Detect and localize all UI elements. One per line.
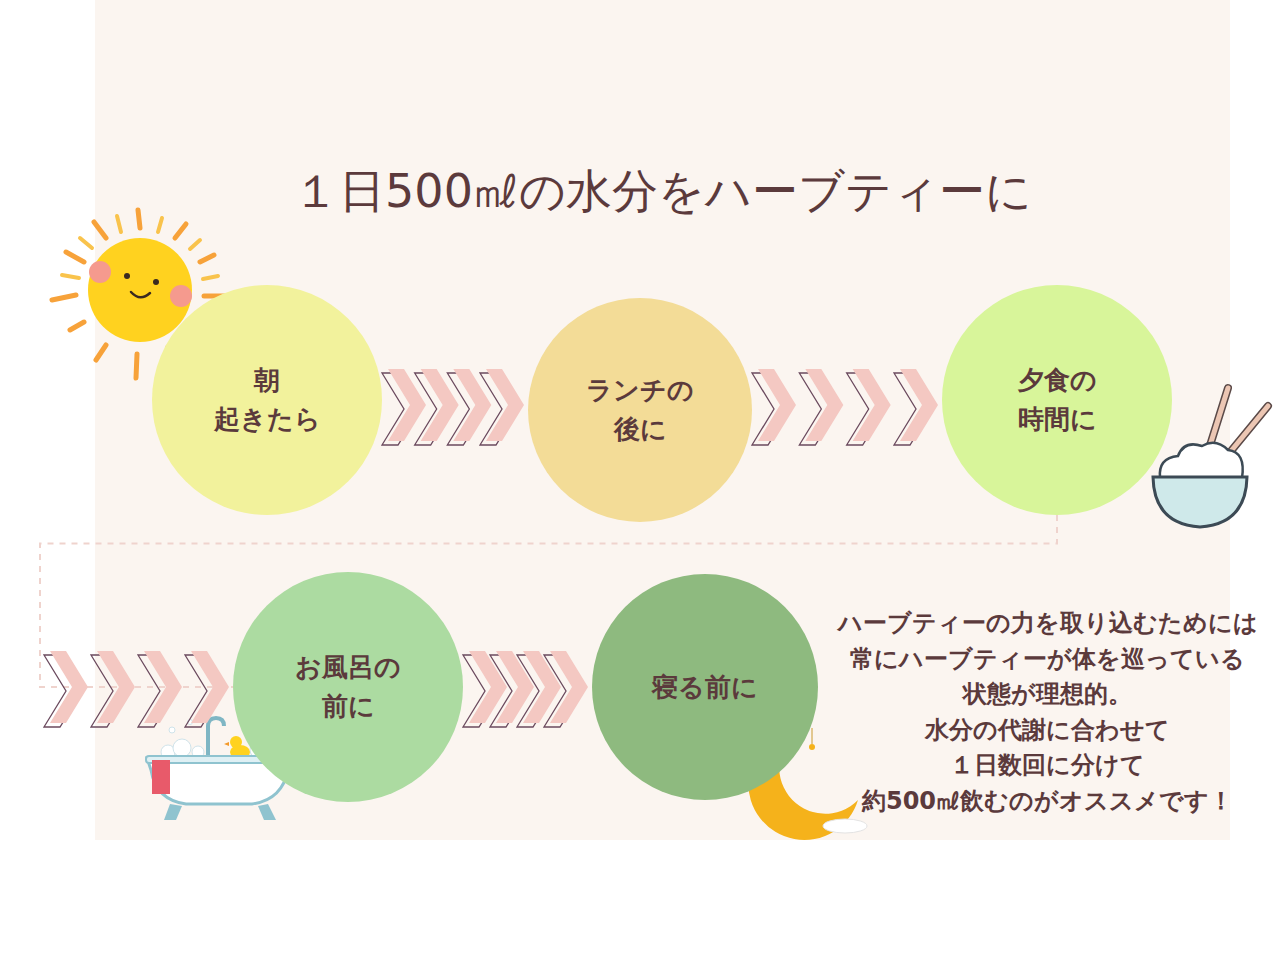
sun-icon-part <box>153 279 159 285</box>
sun-icon-part <box>66 252 84 262</box>
chevron-arrow <box>453 369 491 441</box>
step-text: 寝る前に <box>640 668 770 707</box>
circle-shape <box>152 285 382 515</box>
circle-content: 朝 起きたら <box>152 285 382 515</box>
step-text: ランチの 後に <box>575 371 705 449</box>
background-panel <box>95 0 1230 840</box>
bathtub-icon-part <box>258 804 276 820</box>
chevron-arrow <box>50 651 88 723</box>
chevron-arrow <box>486 369 524 441</box>
moon-icon-part <box>823 819 867 833</box>
bathtub-icon-part <box>164 804 182 820</box>
chevron-arrow <box>758 369 796 441</box>
step-circle: 寝る前に <box>592 574 818 800</box>
bathtub-icon-part <box>173 739 191 757</box>
sun-icon-part <box>158 218 162 232</box>
bathtub-icon-part <box>152 760 170 794</box>
chevron-arrow <box>469 651 507 723</box>
circle-shape <box>942 285 1172 515</box>
circle-outline <box>233 572 463 802</box>
chevron-connector <box>463 651 592 727</box>
sun-icon-part <box>89 261 111 283</box>
bathtub-icon-part <box>169 727 175 733</box>
sun-icon-part <box>170 285 192 307</box>
sun-icon-part <box>96 345 106 360</box>
step-circle: 朝 起きたら <box>152 285 382 515</box>
sun-icon-part <box>124 273 130 279</box>
step-text: 夕食の 時間に <box>992 361 1122 439</box>
step-circle: 夕食の 時間に <box>942 285 1172 515</box>
circle-content: 夕食の 時間に <box>942 285 1172 515</box>
chevron-arrow <box>191 651 229 723</box>
sun-icon-part <box>138 210 140 228</box>
bathtub-icon-part <box>230 736 242 748</box>
chevron-arrow <box>388 369 426 441</box>
sun-icon-part <box>62 275 79 278</box>
sun-icon-part <box>131 292 150 297</box>
step-circle: お風呂の 前に <box>233 572 463 802</box>
bathtub-icon-part <box>224 742 229 746</box>
sun-icon-part <box>190 240 200 249</box>
moon-icon-part <box>809 744 815 750</box>
sun-icon-part <box>175 224 186 238</box>
title-text: １日500㎖の水分をハーブティーに <box>95 162 1230 222</box>
note-text: ハーブティーの力を取り込むためには 常にハーブティーが体を巡っている 状態が理想… <box>820 606 1275 819</box>
chevron-arrow <box>523 651 561 723</box>
circle-outline <box>152 285 382 515</box>
rice-bowl-icon-part <box>1160 443 1243 478</box>
rice-bowl-icon-part <box>1153 477 1247 527</box>
step-text: 朝 起きたら <box>202 361 332 439</box>
sun-icon-part <box>70 322 84 330</box>
sun-icon-part <box>52 295 76 300</box>
chevron-arrow <box>97 651 135 723</box>
chevron-arrow <box>900 369 938 441</box>
circle-content: 寝る前に <box>592 574 818 800</box>
sun-icon-part <box>203 276 218 279</box>
chevron-arrow <box>144 651 182 723</box>
sun-icon-part <box>94 222 106 238</box>
circle-outline <box>942 285 1172 515</box>
circle-content: お風呂の 前に <box>233 572 463 802</box>
chevron-arrow <box>421 369 459 441</box>
sun-icon-part <box>80 238 92 248</box>
chevron-arrow <box>805 369 843 441</box>
sun-icon-part <box>200 255 214 262</box>
circle-shape <box>233 572 463 802</box>
chevron-connector <box>382 369 528 445</box>
chevron-arrow <box>853 369 891 441</box>
bathtub-icon-part <box>208 718 224 758</box>
circle-shape <box>528 298 752 522</box>
sun-icon-part <box>88 238 192 342</box>
moon-icon-part <box>812 728 813 744</box>
chevron-arrow <box>496 651 534 723</box>
circle-outline <box>528 298 752 522</box>
circle-content: ランチの 後に <box>528 298 752 522</box>
circle-shape <box>592 574 818 800</box>
chevron-arrow <box>550 651 588 723</box>
sun-icon-part <box>117 216 121 232</box>
chevron-connector <box>752 369 942 445</box>
step-text: お風呂の 前に <box>283 648 413 726</box>
step-circle: ランチの 後に <box>528 298 752 522</box>
sun-icon-part <box>136 354 137 378</box>
